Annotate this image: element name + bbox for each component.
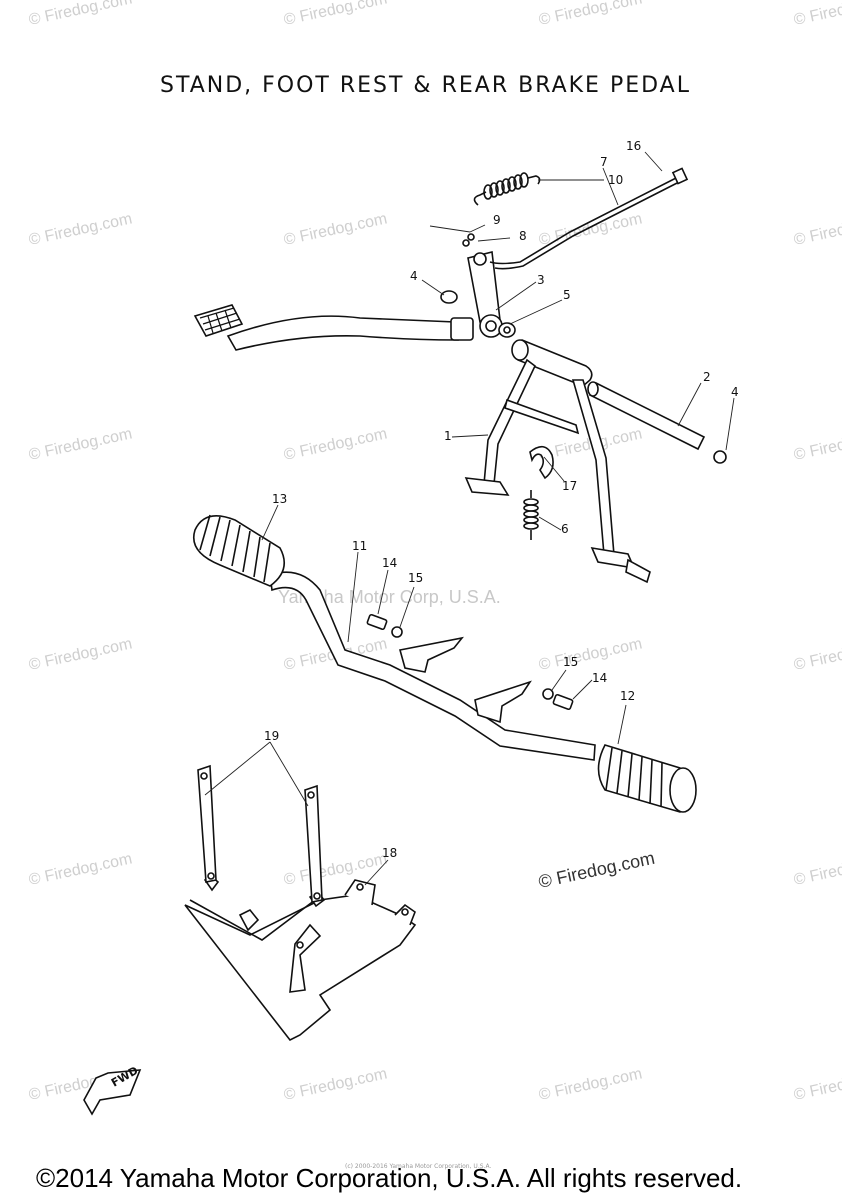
footrest-bar: [269, 571, 596, 761]
callout-15a: 15: [408, 571, 423, 585]
small-copyright: (c) 2000-2016 Yamaha Motor Corporation, …: [345, 1163, 491, 1170]
watermark: © Firedog.com: [792, 210, 842, 248]
watermark: © Firedog.com: [792, 1065, 842, 1103]
callout-13: 13: [272, 492, 287, 506]
skid-plate: [184, 873, 417, 1042]
callout-19: 19: [264, 729, 279, 743]
watermark: © Firedog.com: [537, 635, 643, 673]
footpeg-rubber-right: [597, 744, 697, 813]
watermark: © Firedog.com: [537, 1065, 643, 1103]
watermark: © Firedog.com: [792, 635, 842, 673]
watermark: © Firedog.com: [537, 0, 643, 29]
watermark: © Firedog.com: [282, 425, 388, 463]
brake-pedal: [193, 167, 689, 351]
callout-14b: 14: [592, 671, 607, 685]
callout-5: 5: [563, 288, 571, 302]
watermark: © Firedog.com: [27, 635, 133, 673]
watermark: © Firedog.com: [27, 0, 133, 29]
callout-labels: 1 2 3 4 4 5 6 7 8 9 10 11 12 13 14 14 15…: [264, 139, 739, 860]
callout-1: 1: [444, 429, 452, 443]
callout-18: 18: [382, 846, 397, 860]
callout-3: 3: [537, 273, 545, 287]
callout-6: 6: [561, 522, 569, 536]
leader-lines: [204, 151, 735, 886]
watermark: © Firedog.com: [27, 210, 133, 248]
callout-7: 7: [600, 155, 608, 169]
watermark: © Firedog.com: [792, 850, 842, 888]
callout-4a: 4: [410, 269, 418, 283]
callout-9: 9: [493, 213, 501, 227]
footpeg-rubber-left: [193, 514, 286, 587]
callout-14a: 14: [382, 556, 397, 570]
callout-15b: 15: [563, 655, 578, 669]
callout-12: 12: [620, 689, 635, 703]
page-title: STAND, FOOT REST & REAR BRAKE PEDAL: [160, 73, 691, 98]
callout-11: 11: [352, 539, 367, 553]
callout-17: 17: [562, 479, 577, 493]
watermark: © Firedog.com: [282, 210, 388, 248]
watermark-dark: © Firedog.com: [537, 848, 657, 892]
callout-10: 10: [608, 173, 623, 187]
skid-plate-stays: [197, 764, 323, 903]
callout-8: 8: [519, 229, 527, 243]
watermark: © Firedog.com: [792, 0, 842, 29]
watermark: © Firedog.com: [282, 0, 388, 29]
callout-4b: 4: [731, 385, 739, 399]
watermark: © Firedog.com: [537, 210, 643, 248]
yamaha-watermark: Yamaha Motor Corp, U.S.A.: [278, 587, 501, 607]
main-stand: [464, 339, 727, 584]
watermark-layer: © Firedog.com © Firedog.com © Firedog.co…: [27, 0, 842, 1104]
watermark: © Firedog.com: [27, 850, 133, 888]
copyright-footer: ©2014 Yamaha Motor Corporation, U.S.A. A…: [36, 1163, 742, 1193]
callout-16: 16: [626, 139, 641, 153]
callout-2: 2: [703, 370, 711, 384]
watermark: © Firedog.com: [282, 1065, 388, 1103]
watermark: © Firedog.com: [792, 425, 842, 463]
watermark: © Firedog.com: [27, 425, 133, 463]
watermark: © Firedog.com: [282, 850, 388, 888]
